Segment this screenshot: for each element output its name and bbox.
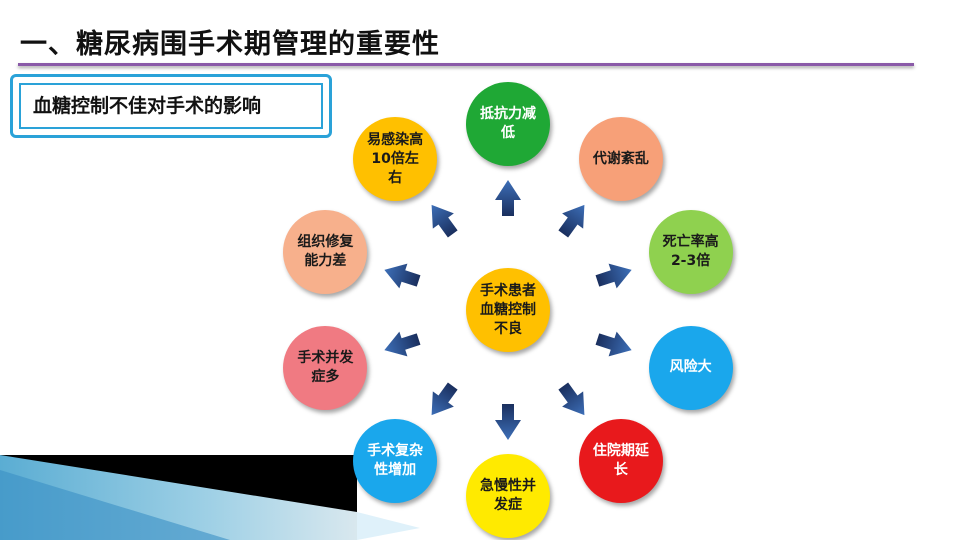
arrow-5 [495,404,521,440]
effect-node-label: 手术并发症多 [297,349,354,385]
effect-node-label: 死亡率高2-3倍 [662,234,719,270]
arrow-3 [595,331,632,357]
subtitle-label: 血糖控制不佳对手术的影响 [19,83,323,129]
arrow-0 [495,180,521,216]
arrow-8 [384,263,421,289]
effect-node-label: 风险大 [669,359,712,376]
arrow-1 [558,204,585,238]
center-node-label: 手术患者血糖控制不良 [480,282,536,337]
effect-node-4: 住院期延长 [578,418,663,503]
effect-node-6: 手术复杂性增加 [353,418,438,503]
arrow-4 [558,382,585,416]
effect-node-0: 抵抗力减低 [466,81,550,166]
effect-node-label: 急慢性并发症 [480,478,536,514]
effect-node-8: 组织修复能力差 [283,210,368,295]
slide-title: 一、糖尿病围手术期管理的重要性 [20,29,440,60]
effect-node-label: 住院期延长 [592,442,649,478]
effect-node-2: 死亡率高2-3倍 [648,210,733,295]
effect-node-3: 风险大 [648,325,733,410]
effect-node-5: 急慢性并发症 [466,454,550,539]
effect-node-9: 易感染高10倍左右 [353,117,438,202]
effect-node-label: 易感染高10倍左右 [367,131,424,186]
center-node: 手术患者血糖控制不良 [466,268,550,352]
subtitle-frame: 血糖控制不佳对手术的影响 [10,74,332,138]
subtitle-outer-border [10,74,332,138]
arrow-9 [431,204,458,238]
effect-node-label: 代谢紊乱 [592,150,649,167]
effect-node-label: 抵抗力减低 [480,105,536,141]
effect-node-1: 代谢紊乱 [578,117,663,202]
title-divider [18,63,914,66]
arrow-7 [384,331,421,357]
effect-node-7: 手术并发症多 [283,325,368,410]
arrow-6 [431,382,458,416]
effect-node-label: 手术复杂性增加 [367,442,424,478]
effect-node-label: 组织修复能力差 [297,234,354,270]
arrow-2 [595,263,632,289]
